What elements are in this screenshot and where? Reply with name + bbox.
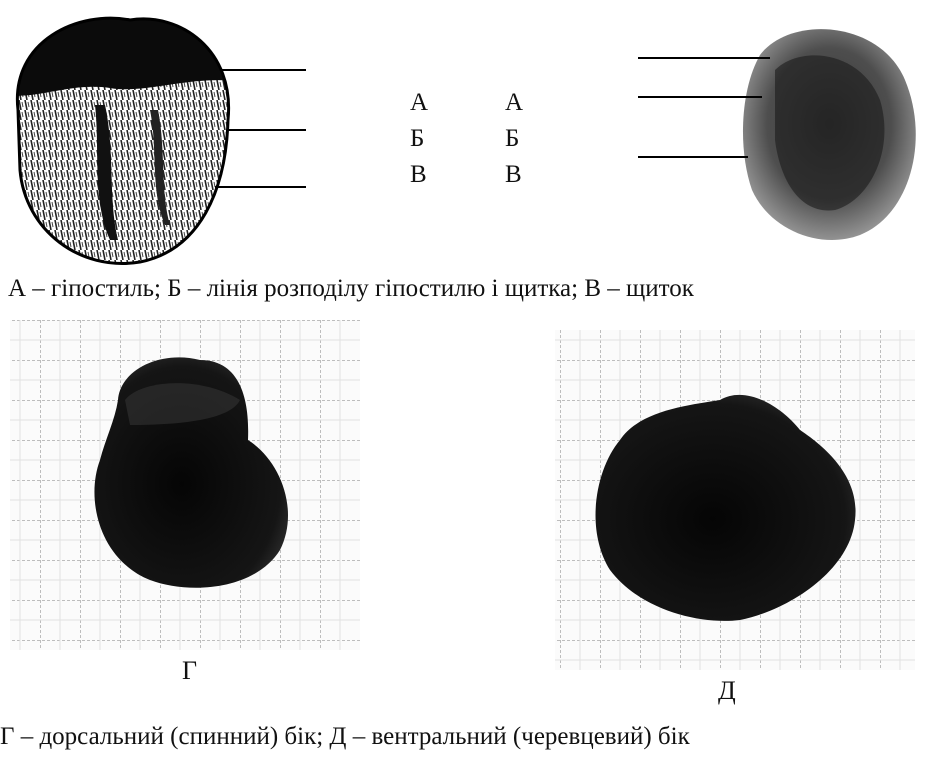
caption-bottom: Г – дорсальний (спинний) бік; Д – вентра… xyxy=(0,724,690,749)
label-g: Г xyxy=(182,658,197,684)
label-d: Д xyxy=(718,678,736,704)
